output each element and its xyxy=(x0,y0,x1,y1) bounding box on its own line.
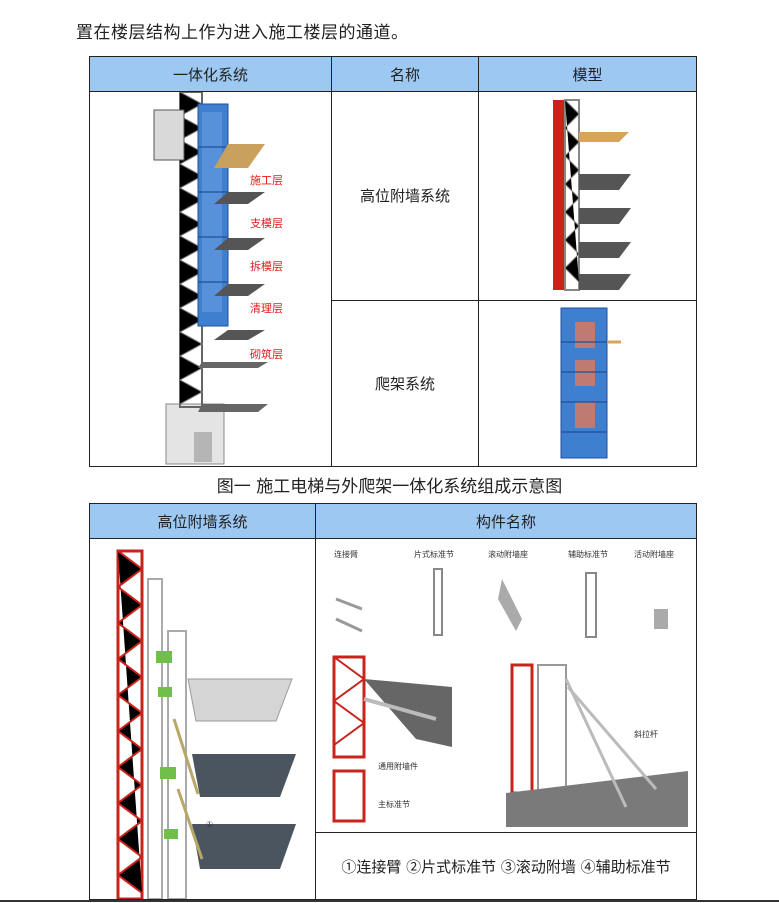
marker-label: ① xyxy=(206,820,213,829)
model-wall-attached xyxy=(478,91,697,301)
elevator-climbing-frame-figure: 施工层 支模层 拆模层 清理层 砌筑层 xyxy=(153,92,283,465)
wall-attached-system-figure-cell: ① xyxy=(89,538,316,900)
wall-attached-system-figure: ① xyxy=(116,549,296,899)
header-component-name: 构件名称 xyxy=(315,503,697,539)
component-legend: ①连接臂 ②片式标准节 ③滚动附墙 ④辅助标准节 xyxy=(315,832,697,900)
row-name-wall-attached: 高位附墙系统 xyxy=(331,91,479,301)
intro-text: 置在楼层结构上作为进入施工楼层的通道。 xyxy=(76,23,409,43)
components-figure-cell: 连接臂 片式标准节 滚动附墙座 辅助标准节 活动附墙座 通用附墙件 主 xyxy=(315,537,697,834)
label-main-section: 主标准节 xyxy=(378,799,410,809)
part-label-rolling-wall-seat: 滚动附墙座 xyxy=(488,549,528,559)
label-diagonal-rod: 斜拉杆 xyxy=(634,729,658,739)
part-label-movable-wall-seat: 活动附墙座 xyxy=(634,549,674,559)
floor-label-construction: 施工层 xyxy=(250,174,283,187)
component-table: 高位附墙系统 构件名称 ① xyxy=(89,503,697,900)
floor-label-demolition: 拆模层 xyxy=(250,259,283,273)
floor-label-cleaning: 清理层 xyxy=(250,302,283,315)
components-figure: 连接臂 片式标准节 滚动附墙座 辅助标准节 活动附墙座 通用附墙件 主 xyxy=(332,549,688,827)
wall-attached-model-figure xyxy=(553,98,631,291)
header-integrated-system: 一体化系统 xyxy=(89,56,332,92)
part-label-auxiliary-section: 辅助标准节 xyxy=(568,549,608,559)
row-name-climbing-frame: 爬架系统 xyxy=(331,299,479,468)
page-bottom-rule xyxy=(0,900,779,902)
part-label-connecting-arm: 连接臂 xyxy=(334,549,358,559)
header-wall-attached-system: 高位附墙系统 xyxy=(89,503,316,539)
figure-caption-1: 图一 施工电梯与外爬架一体化系统组成示意图 xyxy=(216,477,563,497)
floor-label-masonry: 砌筑层 xyxy=(250,347,283,361)
header-model: 模型 xyxy=(478,56,697,92)
part-label-sheet-section: 片式标准节 xyxy=(414,549,454,559)
floor-label-formwork: 支模层 xyxy=(250,217,283,230)
label-wall-piece: 通用附墙件 xyxy=(378,761,418,771)
model-climbing-frame xyxy=(478,299,697,468)
integrated-system-figure: 施工层 支模层 拆模层 清理层 砌筑层 xyxy=(89,91,332,467)
header-name: 名称 xyxy=(331,56,479,92)
system-table: 一体化系统 名称 模型 xyxy=(89,56,697,468)
climbing-frame-model-figure xyxy=(560,307,621,459)
